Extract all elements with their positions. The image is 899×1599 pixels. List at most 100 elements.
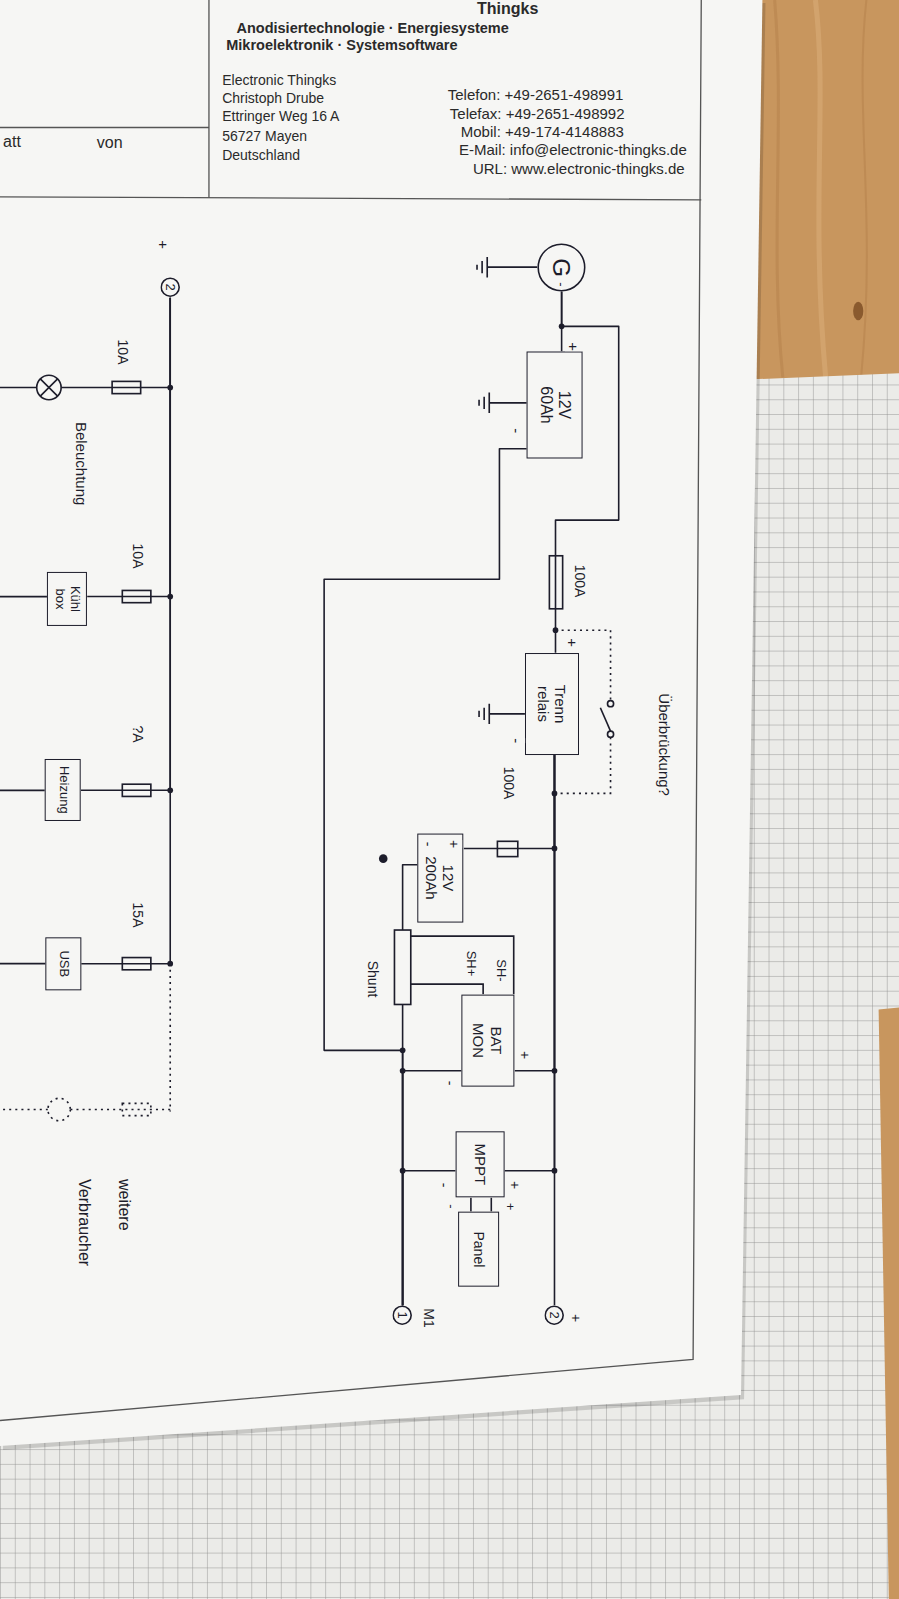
polarity-sign: + [507, 1181, 523, 1189]
ground-symbol [479, 704, 525, 724]
junction-dot [552, 1168, 558, 1174]
charger-box: MPPT [456, 1131, 505, 1197]
lamp-symbol [40, 379, 57, 396]
consumer-box: Kühl box [47, 572, 87, 626]
wire [403, 1071, 462, 1306]
polarity-sign: - [552, 282, 567, 286]
connector-circle: 2 [160, 277, 180, 297]
battery-box: 12V 60Ah [527, 351, 583, 458]
consumer-box: Heizung [45, 759, 81, 821]
consumer-box: USB [45, 937, 81, 990]
wire [515, 755, 555, 1071]
logo-text: Thingks [477, 0, 538, 18]
note-text: weitere Verbraucher [64, 1179, 144, 1279]
address-line: Electronic Thingks [222, 72, 336, 88]
part-name: Beleuchtung [73, 422, 90, 505]
polarity-sign: + [568, 1313, 584, 1321]
wood-table [815, 0, 825, 377]
address-line: Deutschland [222, 147, 300, 163]
header-text: Anodisiertechnologie · Energiesysteme [236, 20, 508, 37]
wire [0, 597, 49, 964]
polarity-sign: - [508, 738, 525, 743]
junction-dot [167, 323, 564, 1173]
dotted-extension [0, 970, 170, 1121]
address-line: 56727 Mayen [222, 128, 307, 144]
node-text: G [548, 258, 576, 277]
polarity-sign: + [517, 1051, 533, 1059]
circle-outline [538, 244, 585, 291]
polarity-sign: + [446, 840, 462, 848]
contact-line: Telefax: +49-2651-498992 [450, 105, 625, 122]
wood-table [861, 0, 867, 375]
node-text: Heizung [56, 766, 71, 814]
wire [81, 298, 170, 964]
fuse-symbol [497, 841, 517, 856]
note-text: Überbrückung? [656, 693, 673, 796]
wire [87, 298, 170, 597]
fuse-rating: ?A [130, 726, 146, 743]
fuse-rating: 15A [130, 902, 146, 927]
node-text: 12V 60Ah [537, 380, 574, 430]
wire [505, 755, 555, 1171]
wire [81, 298, 170, 791]
node-text: MPPT [471, 1144, 488, 1186]
junction-dot [167, 594, 173, 600]
circle-outline [545, 1306, 563, 1324]
contact-line: URL: www.electronic-thingks.de [473, 160, 685, 177]
polarity-sign: - [420, 842, 436, 847]
node-text: 12V 200Ah [424, 854, 459, 902]
junction-dot [559, 323, 565, 329]
pin-name: SH- [493, 960, 508, 982]
node-text: Kühl box [52, 579, 82, 619]
junction-dot [167, 961, 173, 967]
wood-table [853, 302, 863, 320]
connector-circle: 1 [392, 1305, 412, 1325]
dotted-extension [122, 1103, 151, 1115]
node-text: 1 [395, 1312, 410, 1319]
header-text: Mikroelektronik · Systemsoftware [226, 37, 457, 54]
sense-wire [411, 936, 514, 994]
grid-paper [879, 1008, 899, 1599]
polarity-sign: - [442, 1204, 457, 1208]
title-frame [0, 0, 701, 1421]
node-text: BAT MON [471, 1020, 506, 1060]
contact-line: Mobil: +49-174-4148883 [461, 123, 624, 140]
wire [470, 1198, 472, 1212]
circle-outline [394, 1306, 412, 1324]
polarity-sign: - [442, 1081, 458, 1086]
node-text: USB [56, 950, 71, 977]
bypass-switch [600, 708, 610, 731]
bypass-switch [607, 731, 613, 737]
node-text: 2 [547, 1312, 562, 1319]
wood-table [775, 0, 783, 377]
junction-dot [379, 854, 388, 863]
junction-dot [553, 627, 559, 633]
bypass-switch [607, 701, 613, 707]
polarity-sign: - [436, 1183, 452, 1188]
fuse-rating: 100A [501, 767, 517, 800]
part-name: Shunt [365, 961, 381, 998]
contact-line: E-Mail: info@electronic-thingks.de [459, 141, 687, 158]
junction-dot [167, 385, 173, 391]
junction-dot [400, 1168, 406, 1174]
junction-dot [400, 1048, 406, 1054]
symbol-layer [0, 257, 614, 1121]
node-text: Panel [471, 1231, 487, 1267]
wire [403, 1171, 456, 1306]
fuse-symbol [122, 784, 151, 796]
fuse-rating: 100A [573, 565, 589, 598]
junction-dot [400, 1068, 406, 1074]
title-field: att [3, 133, 21, 151]
wire [464, 755, 555, 849]
junction-dot [167, 787, 173, 793]
fuse-symbol [122, 958, 151, 970]
monitor-box: BAT MON [462, 994, 515, 1086]
polarity-sign: + [565, 342, 582, 351]
title-field: von [97, 134, 123, 152]
fuse-symbol [122, 590, 151, 602]
sense-wire [411, 984, 483, 994]
polarity-sign: + [154, 240, 171, 249]
